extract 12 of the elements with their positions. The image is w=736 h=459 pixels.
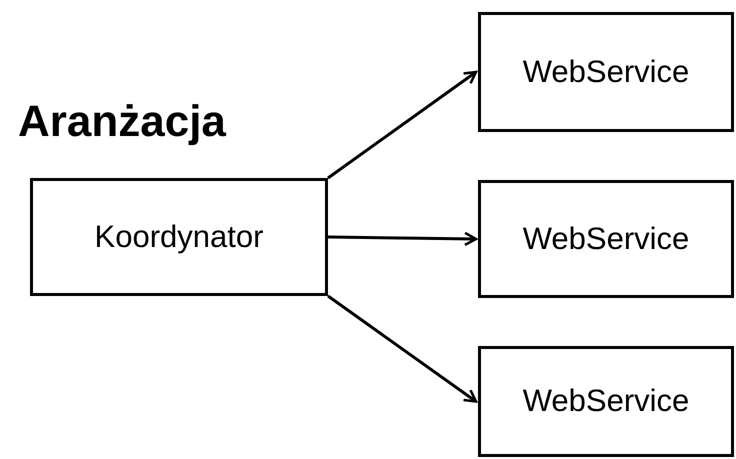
box-label: WebService xyxy=(522,52,690,91)
arrow xyxy=(327,294,478,403)
process-box xyxy=(478,180,734,298)
process-box xyxy=(478,346,734,457)
process-box xyxy=(478,12,734,132)
box-label: WebService xyxy=(522,382,690,420)
arrow xyxy=(327,70,478,180)
process-box xyxy=(30,178,328,296)
box-label: WebService xyxy=(522,220,690,258)
box-label: Koordynator xyxy=(94,218,264,256)
title: Aranżacja xyxy=(18,100,226,144)
arrow xyxy=(328,232,478,246)
